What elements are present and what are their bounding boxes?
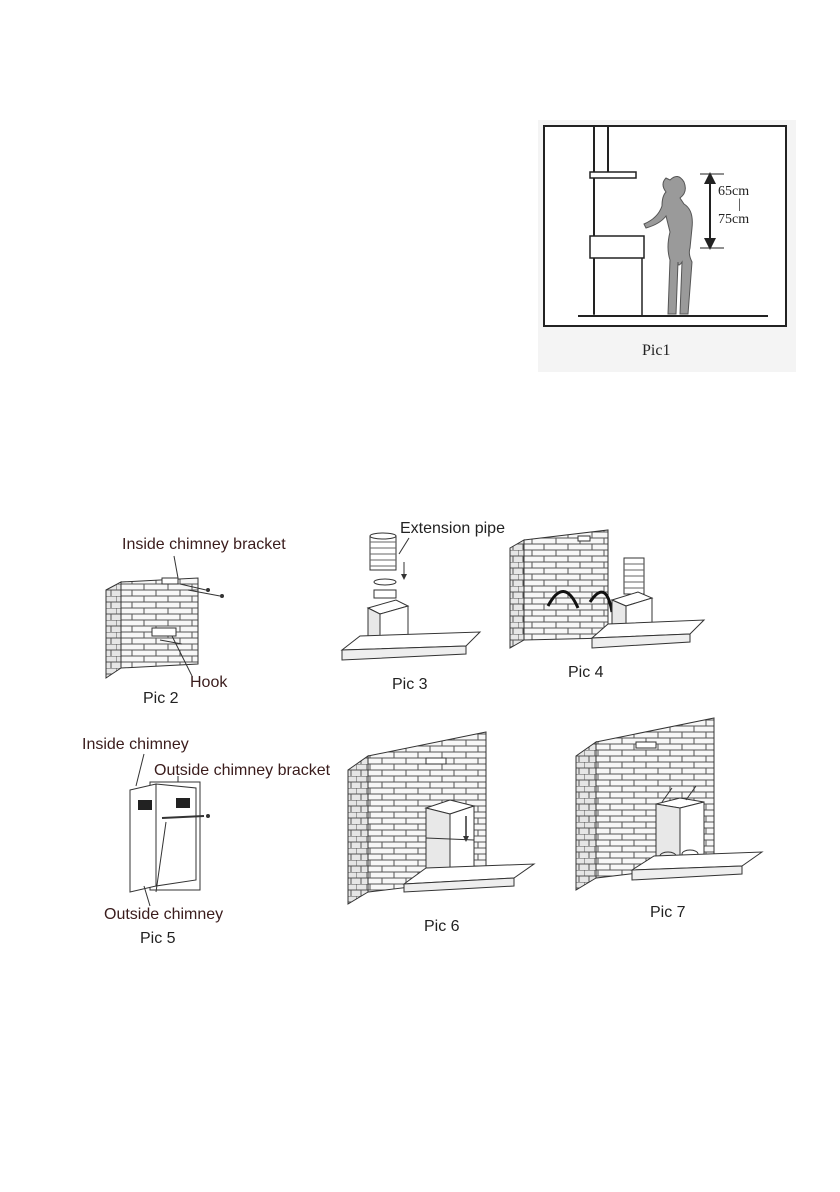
pic3-leader-pipe [395, 536, 415, 556]
pic1-dim-sep: | [738, 197, 741, 212]
pic1-dim-bottom: 75cm [718, 212, 749, 227]
pic5-drawing [120, 752, 220, 902]
pic6-caption: Pic 6 [424, 918, 460, 936]
pic3-label-pipe: Extension pipe [400, 520, 505, 538]
pic1-caption: Pic1 [642, 342, 670, 360]
pic5-caption: Pic 5 [140, 930, 176, 948]
pic3-caption: Pic 3 [392, 676, 428, 694]
pic7-drawing [574, 714, 764, 894]
pic2-leader-hook [168, 634, 198, 680]
pic5-label-outside: Outside chimney [104, 906, 223, 924]
pic2-leader-bracket [170, 554, 190, 580]
pic1-dim-top: 65cm [718, 184, 749, 199]
pic1-drawing: 65cm | 75cm [538, 120, 796, 372]
pic4-caption: Pic 4 [568, 664, 604, 682]
pic1-figure: 65cm | 75cm Pic1 [538, 120, 796, 372]
pic6-drawing [346, 728, 536, 908]
pic5-leader-outside [140, 884, 160, 908]
pic2-label-bracket: Inside chimney bracket [122, 536, 286, 554]
pic7-caption: Pic 7 [650, 904, 686, 922]
pic2-caption: Pic 2 [143, 690, 179, 708]
pic2-drawing [96, 560, 226, 690]
pic4-drawing [508, 526, 708, 656]
